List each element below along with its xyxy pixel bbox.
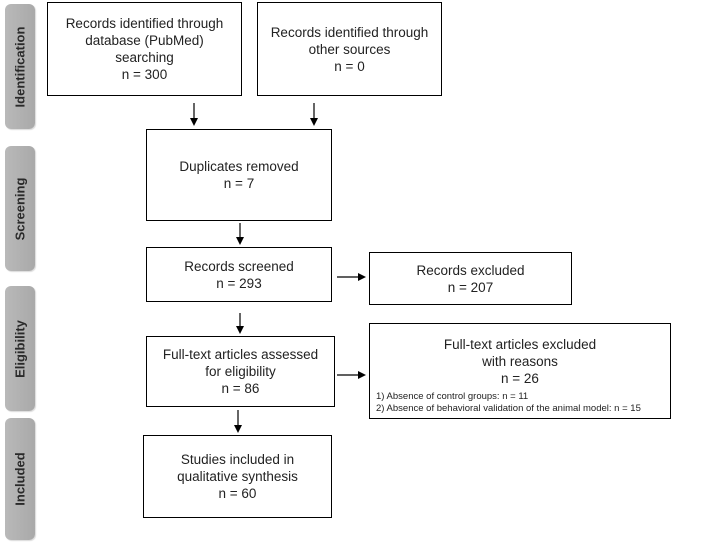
box-fulltext-excluded-line2: with reasons <box>482 354 558 369</box>
box-duplicates-line1: Duplicates removed <box>179 159 299 174</box>
box-database-line2: database (PubMed) <box>85 33 204 48</box>
box-other-sources-line1: Records identified through <box>270 24 429 40</box>
box-fulltext-assessed: Full-text articles assessed for eligibil… <box>146 336 335 407</box>
box-other-sources-line2: other sources <box>308 41 391 57</box>
box-studies-included: Studies included in qualitative synthesi… <box>143 435 332 518</box>
box-records-screened: Records screened n = 293 <box>146 247 332 302</box>
exclusion-reason: 1) Absence of control groups: n = 11 <box>376 391 529 402</box>
box-fulltext-line2: for eligibility <box>205 364 276 379</box>
box-excluded-line1: Records excluded <box>416 262 525 278</box>
box-database-records: Records identified through database (Pub… <box>47 2 242 96</box>
stage-identification: Identification <box>5 4 35 129</box>
box-database-line1: Records identified through <box>65 16 224 31</box>
box-included-line1: Studies included in <box>180 452 295 467</box>
exclusion-reason: 2) Absence of behavioral validation of t… <box>376 403 641 414</box>
box-duplicates-count: n = 7 <box>223 176 255 191</box>
box-fulltext-line1: Full-text articles assessed <box>162 347 319 362</box>
box-excluded-count: n = 207 <box>447 279 494 295</box>
box-fulltext-excluded-count: n = 26 <box>501 371 539 386</box>
box-records-excluded: Records excluded n = 207 <box>369 252 572 305</box>
stage-screening: Screening <box>5 146 35 271</box>
box-database-count: n = 300 <box>121 67 168 82</box>
stage-included: Included <box>5 418 35 540</box>
exclusion-reasons-list: 1) Absence of control groups: n = 11 2) … <box>376 391 641 415</box>
box-screened-line1: Records screened <box>184 258 294 274</box>
box-other-sources: Records identified through other sources… <box>257 2 442 96</box>
stage-eligibility: Eligibility <box>5 286 35 411</box>
box-included-line2: qualitative synthesis <box>177 469 298 484</box>
box-other-sources-count: n = 0 <box>334 58 365 74</box>
box-fulltext-excluded: Full-text articles excluded with reasons… <box>369 323 671 419</box>
box-screened-count: n = 293 <box>216 275 262 291</box>
box-fulltext-count: n = 86 <box>221 381 260 396</box>
box-duplicates-removed: Duplicates removed n = 7 <box>146 129 332 221</box>
box-fulltext-excluded-line1: Full-text articles excluded <box>443 337 597 352</box>
box-database-line3: searching <box>115 50 174 65</box>
box-included-count: n = 60 <box>218 486 257 501</box>
